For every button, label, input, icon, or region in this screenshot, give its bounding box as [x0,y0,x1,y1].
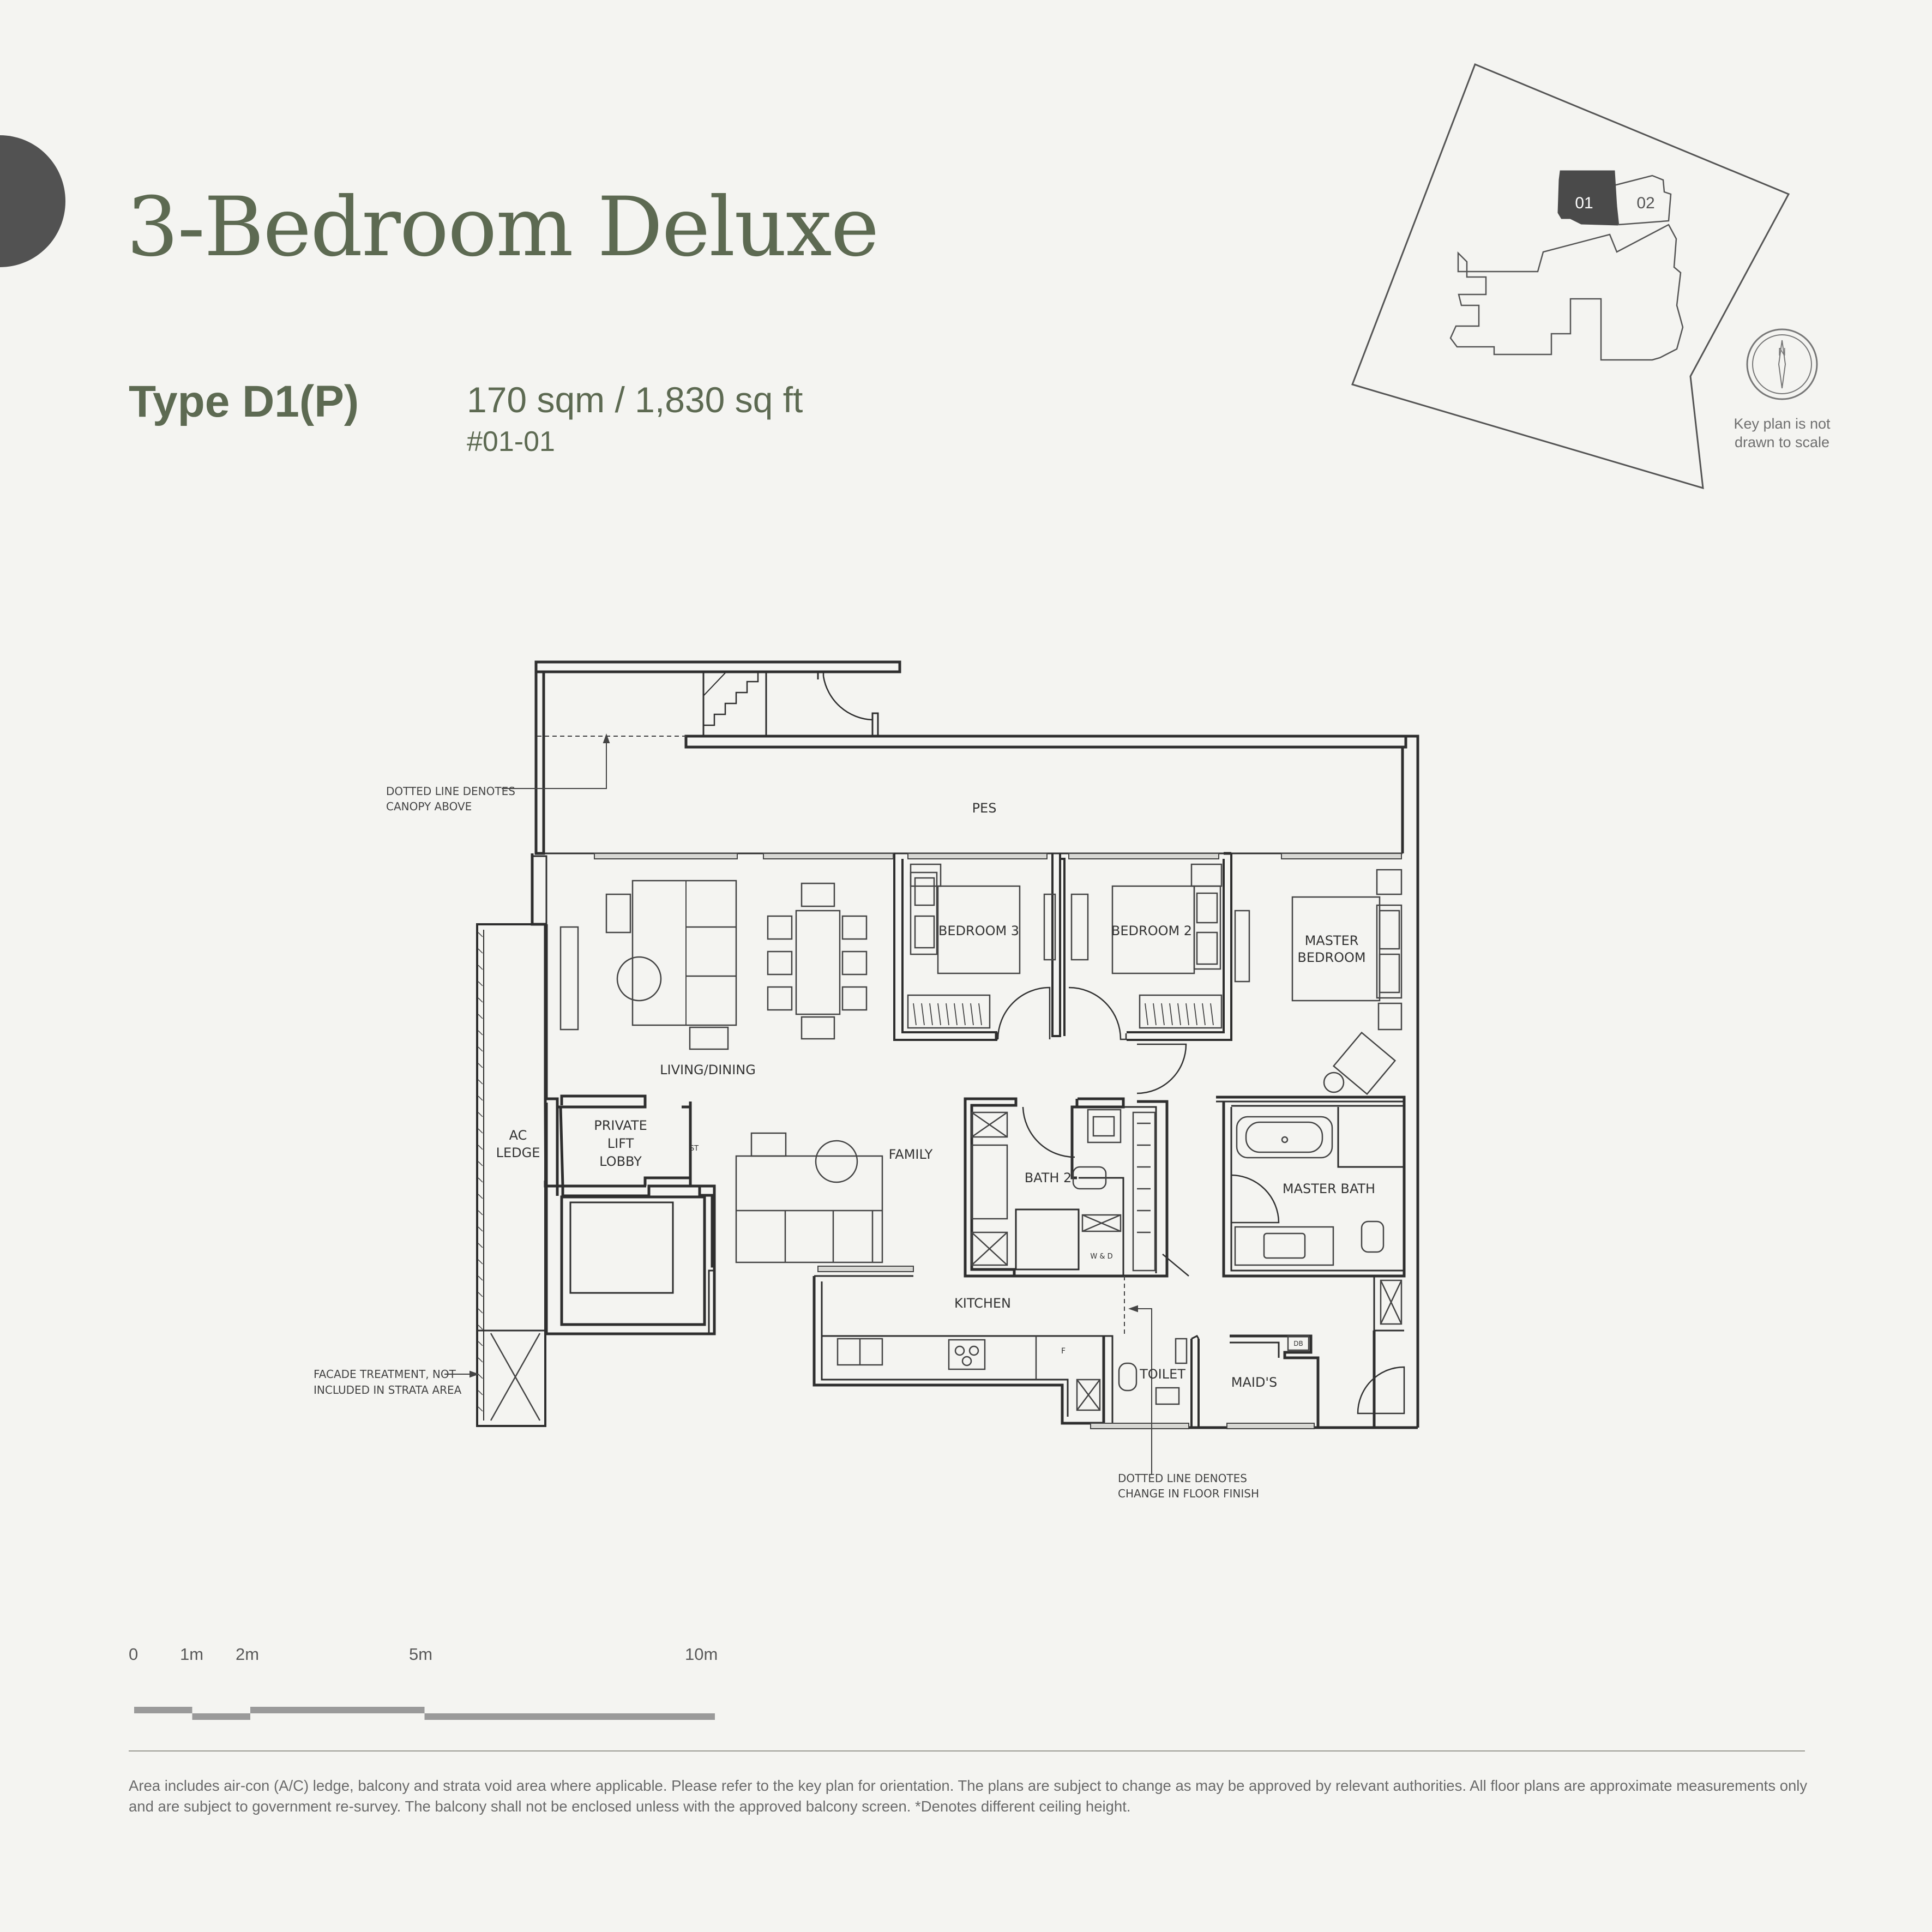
scale-bar-segment [250,1707,425,1713]
windows [594,853,1402,1429]
armchair [1332,1031,1397,1096]
note-facade-1: FACADE TREATMENT, NOT [314,1368,456,1381]
bed-3 [937,885,1021,974]
building-outline [1449,224,1684,361]
note-floor-finish-1: DOTTED LINE DENOTES [1118,1472,1247,1485]
label-lift-lobby-1: PRIVATE [594,1118,647,1133]
disclaimer: Area includes air-con (A/C) ledge, balco… [129,1777,1808,1815]
label-fridge: F [1061,1347,1066,1356]
label-master-bedroom-1: MASTER [1305,933,1359,948]
label-toilet: TOILET [1139,1367,1185,1382]
note-canopy-2: CANOPY ABOVE [386,800,472,813]
key-plan-unit-01: 01 [1575,194,1593,212]
label-living-dining: LIVING/DINING [660,1062,756,1078]
page-title: 3-Bedroom Deluxe [127,180,879,275]
label-maids: MAID'S [1231,1375,1278,1390]
label-ac-ledge-2: LEDGE [496,1145,540,1160]
divider [129,1750,1805,1752]
label-pes: PES [972,801,997,816]
doors [997,986,1405,1415]
scale-label-0: 0 [129,1645,139,1664]
scale-bar [134,1707,715,1720]
label-bedroom-3: BEDROOM 3 [938,923,1019,938]
coffee-table [616,956,662,1002]
label-ac-ledge-1: AC [509,1128,527,1143]
label-master-bedroom-2: BEDROOM [1297,950,1365,965]
dining-table [795,910,841,1015]
annotation-lines [444,733,1152,1475]
bathtub [1236,1116,1333,1159]
hob [948,1339,986,1370]
wardrobe-2 [1139,994,1223,1029]
unit-01-highlight [1557,170,1618,226]
note-floor-finish-2: CHANGE IN FLOOR FINISH [1118,1487,1259,1500]
bed-2 [1111,885,1195,974]
family-sofa [735,1155,883,1263]
wardrobe-3 [907,994,991,1029]
label-kitchen: KITCHEN [954,1296,1011,1311]
key-plan-note: Key plan is not drawn to scale [1734,416,1831,450]
scale-label-5m: 5m [409,1645,433,1664]
scale-bar-segment [424,1713,715,1720]
site-boundary [1351,63,1790,490]
unit-area: 170 sqm / 1,830 sq ft [467,380,803,420]
compass-label: N [1778,346,1786,358]
label-bedroom-2: BEDROOM 2 [1111,923,1192,938]
key-plan-unit-02: 02 [1636,194,1654,212]
unit-number: #01-01 [467,426,555,458]
label-db: DB [1293,1340,1303,1347]
label-master-bath: MASTER BATH [1283,1181,1375,1196]
unit-type: Type D1(P) [129,377,359,426]
scale-bar-segment [134,1707,192,1713]
note-facade-2: INCLUDED IN STRATA AREA [314,1383,462,1397]
furniture [478,863,1403,1421]
scale-bar-segment [192,1713,250,1720]
label-family: FAMILY [889,1147,933,1162]
note-canopy-1: DOTTED LINE DENOTES [386,785,515,798]
scale-label-10m: 10m [685,1645,718,1664]
label-lift-lobby-3: LOBBY [599,1154,642,1169]
label-wd: W & D [1090,1253,1112,1261]
scale-label-2m: 2m [236,1645,260,1664]
sofa-l [631,880,737,1026]
master-bed [1291,896,1381,1002]
label-lift-lobby-2: LIFT [607,1136,634,1151]
unit-02-outline [1613,174,1672,226]
label-st: ST [690,1145,699,1153]
key-plan [1351,63,1790,490]
scale-label-1m: 1m [180,1645,204,1664]
compass-icon [1746,328,1818,400]
label-bath-2: BATH 2 [1025,1170,1072,1185]
plan-walls [476,660,1419,1429]
